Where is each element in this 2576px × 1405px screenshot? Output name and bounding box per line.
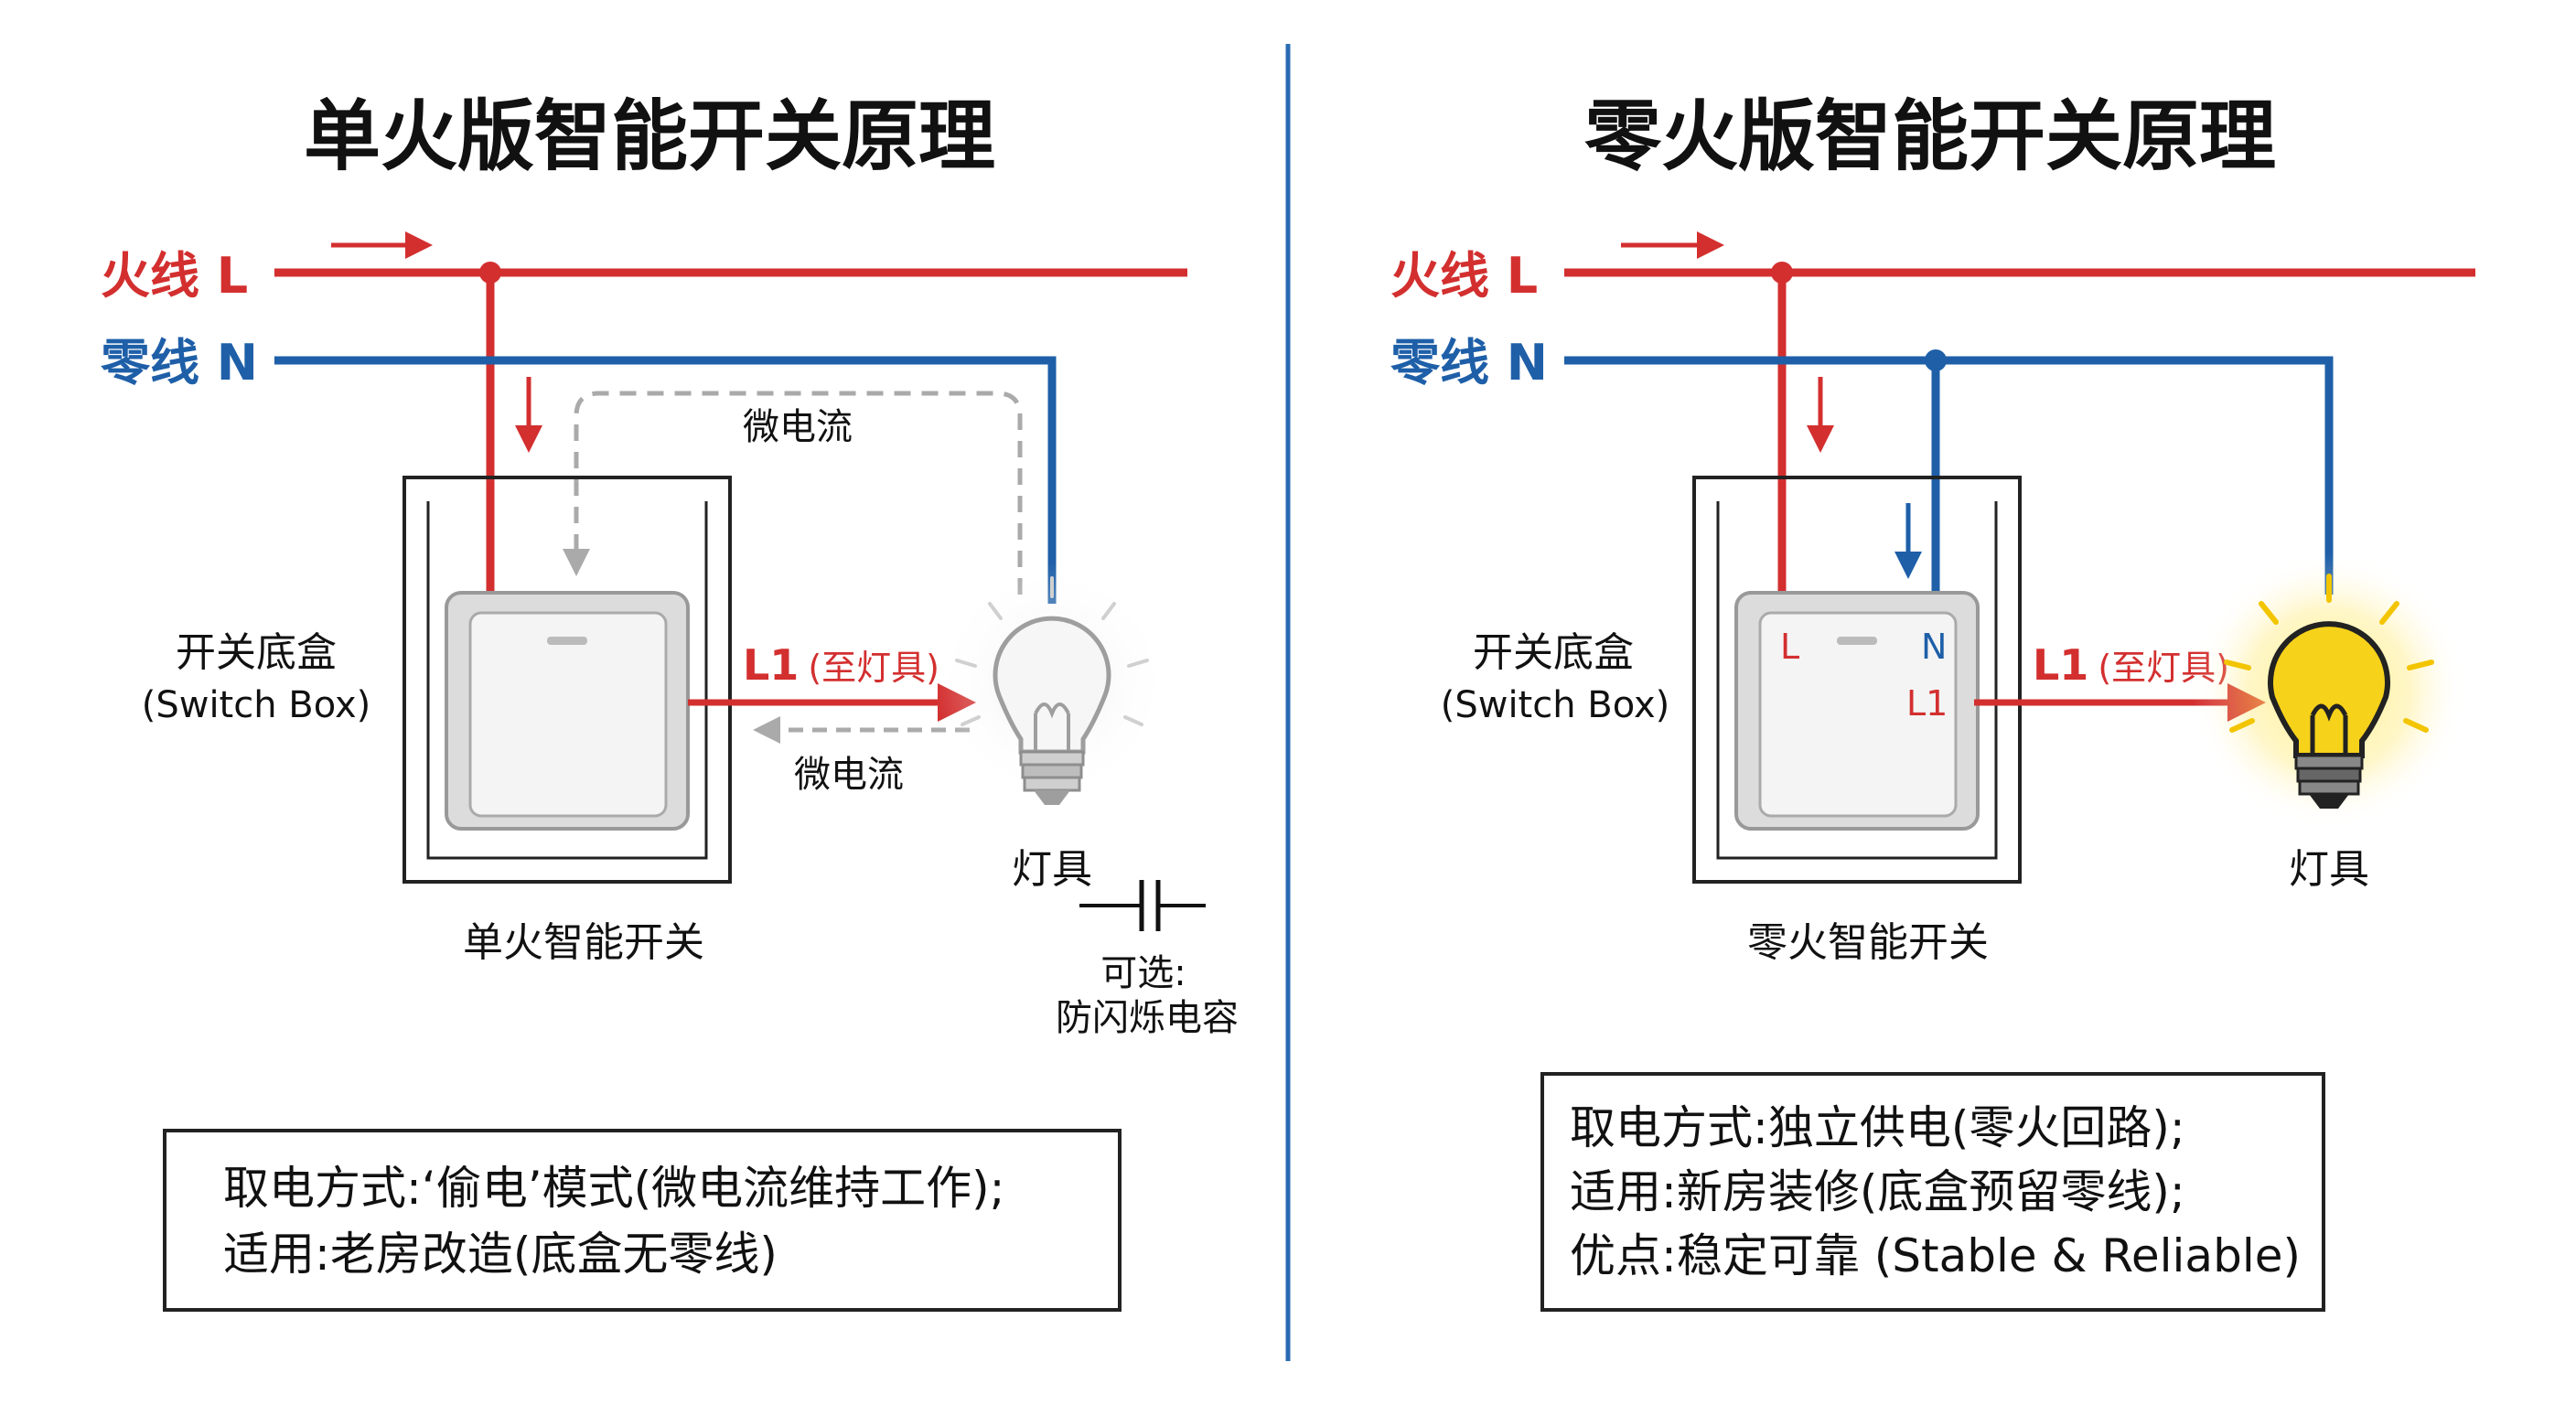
right-neutral-label: 零线 N [1390, 334, 1548, 391]
left-note-1: 取电方式:‘偷电’模式(微电流维持工作); [223, 1162, 1005, 1215]
right-note-2: 适用:新房装修(底盒预留零线); [1570, 1165, 2185, 1218]
left-switch-indicator [547, 637, 587, 645]
left-micro-current-bottom-label: 微电流 [794, 754, 904, 796]
right-notes-box [1540, 1072, 2325, 1312]
right-terminal-l: L [1780, 627, 1799, 667]
right-switch-box-outer [1692, 476, 2022, 884]
right-switch-box-label-cn: 开关底盒 [1473, 629, 1634, 676]
left-title: 单火版智能开关原理 [304, 91, 995, 181]
right-switch-box-inner [1716, 501, 1998, 860]
left-switch-box-label-cn: 开关底盒 [176, 629, 337, 676]
left-micro-current-top-label: 微电流 [743, 406, 853, 448]
left-panel: 单火版智能开关原理 火线 L 零线 N 微电流 开关底盒 (Switch Box… [101, 91, 1239, 1312]
right-panel: 零火版智能开关原理 火线 L 零线 N L N L1 开关底盒 (Switch … [1390, 91, 2475, 1312]
right-switch-name: 零火智能开关 [1747, 919, 1989, 966]
right-live-label: 火线 L [1390, 247, 1538, 305]
left-switch-box-label-en: (Switch Box) [142, 684, 371, 726]
right-note-3: 优点:稳定可靠 (Stable & Reliable) [1570, 1229, 2301, 1282]
left-l1-label: L1(至灯具) [743, 640, 939, 690]
right-note-1: 取电方式:独立供电(零火回路); [1570, 1101, 2185, 1154]
right-terminal-l1: L1 [1906, 683, 1948, 724]
left-capacitor-line1: 可选: [1100, 952, 1186, 994]
left-switch-box-inner [426, 501, 708, 860]
left-micro-current-top-path [563, 391, 1023, 595]
capacitor-icon [1079, 880, 1206, 931]
left-note-2: 适用:老房改造(底盒无零线) [223, 1228, 778, 1281]
left-switch-box-outer [402, 476, 732, 884]
right-neutral-wire [1564, 356, 2334, 595]
left-switch-name: 单火智能开关 [463, 919, 704, 966]
left-capacitor-line2: 防闪烁电容 [1056, 997, 1239, 1039]
left-notes-box [163, 1129, 1122, 1312]
right-title: 零火版智能开关原理 [1584, 91, 2276, 181]
right-switch-box-label-en: (Switch Box) [1441, 684, 1670, 726]
left-neutral-wire [274, 356, 1057, 604]
right-switch-button [1758, 611, 1958, 818]
bulb-off-icon [933, 563, 1171, 805]
left-switch-button [468, 611, 668, 818]
left-lamp-label: 灯具 [1012, 846, 1092, 893]
right-terminal-n: N [1921, 627, 1947, 667]
right-switch-indicator [1837, 637, 1877, 645]
bulb-lit-icon [2192, 553, 2466, 828]
left-live-label: 火线 L [101, 247, 248, 305]
right-lamp-label: 灯具 [2289, 846, 2369, 893]
left-neutral-label: 零线 N [101, 334, 258, 391]
